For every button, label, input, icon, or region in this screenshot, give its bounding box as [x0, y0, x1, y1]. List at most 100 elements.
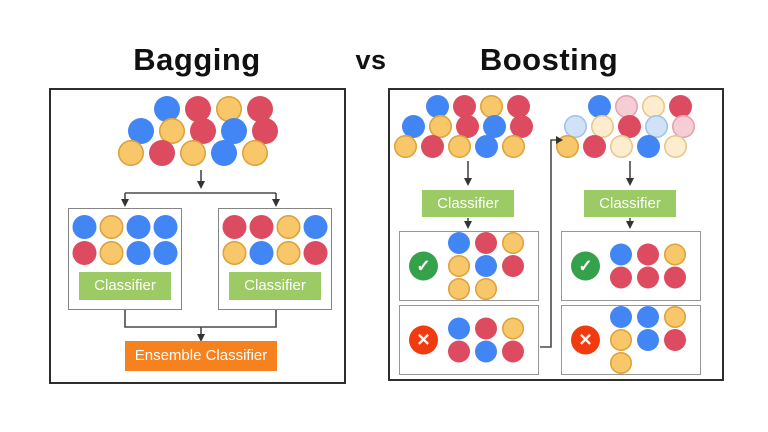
sample-dot-row [394, 135, 533, 158]
sample-dot-row [448, 278, 524, 300]
yellow-sample-dot [475, 278, 497, 300]
blue-sample-dot [637, 329, 659, 351]
blue-sample-dot [126, 241, 151, 265]
ensemble-classifier-box: Ensemble Classifier [125, 341, 277, 371]
bagging-panel: Classifier Classifier Ensemble Classifie… [49, 88, 346, 384]
red-sample-dot [637, 266, 659, 289]
yellow-sample-dot [610, 329, 632, 351]
red-sample-dot [222, 215, 247, 239]
blue-sample-dot [637, 135, 660, 158]
blue-sample-dot [153, 241, 178, 265]
light-blue-sample-dot [645, 115, 668, 138]
title-boosting: Boosting [479, 42, 619, 77]
red-sample-dot [448, 340, 470, 363]
yellow-sample-dot [556, 135, 579, 158]
yellow-sample-dot [159, 118, 185, 144]
sample-dot-row [610, 329, 686, 351]
x-icon: ✕ [409, 325, 438, 355]
yellow-sample-dot [664, 306, 686, 328]
blue-sample-dot [221, 118, 247, 144]
light-yellow-sample-dot [610, 135, 633, 158]
light-yellow-sample-dot [642, 95, 665, 118]
yellow-sample-dot [502, 317, 524, 340]
blue-sample-dot [154, 96, 180, 122]
red-sample-dot [510, 115, 533, 138]
red-sample-dot [610, 266, 632, 289]
boosting-stage2-incorrect-box: ✕ [561, 305, 701, 375]
sample-dot-row [588, 95, 695, 118]
stage1-incorrect-samples [448, 317, 524, 363]
yellow-sample-dot [610, 352, 632, 374]
boosting-stage2-correct-box: ✓ [561, 231, 701, 301]
red-sample-dot [583, 135, 606, 158]
yellow-sample-dot [99, 241, 124, 265]
bagging-subset-box-2: Classifier [218, 208, 332, 310]
boosting-stage1-correct-box: ✓ [399, 231, 539, 301]
sample-dot-row [564, 115, 695, 138]
blue-sample-dot [153, 215, 178, 239]
red-sample-dot [247, 96, 273, 122]
yellow-sample-dot [429, 115, 452, 138]
red-sample-dot [453, 95, 476, 118]
sample-dot-row [448, 255, 524, 277]
red-sample-dot [475, 317, 497, 340]
yellow-sample-dot [118, 140, 144, 166]
light-yellow-sample-dot [664, 135, 687, 158]
yellow-sample-dot [242, 140, 268, 166]
sample-dot-row [72, 241, 178, 265]
red-sample-dot [507, 95, 530, 118]
red-sample-dot [637, 243, 659, 266]
yellow-sample-dot [502, 232, 524, 254]
sample-dot-row [610, 243, 686, 266]
sample-dot-row [448, 317, 524, 340]
sample-dot-row [72, 215, 178, 239]
sample-dot-row [448, 340, 524, 363]
check-icon: ✓ [409, 251, 438, 281]
yellow-sample-dot [480, 95, 503, 118]
boosting-stage1-sample-pool [394, 95, 533, 158]
sample-dot-row [128, 118, 278, 144]
boosting-panel: Classifier ✓ ✕ Classifier ✓ ✕ [388, 88, 724, 381]
blue-sample-dot [610, 243, 632, 266]
yellow-sample-dot [448, 135, 471, 158]
blue-sample-dot [448, 317, 470, 340]
title-bagging: Bagging [133, 42, 261, 77]
sample-dot-row [154, 96, 278, 122]
red-sample-dot [421, 135, 444, 158]
red-sample-dot [72, 241, 97, 265]
sample-dot-row [448, 232, 524, 254]
boosting-stage2-sample-pool [556, 95, 695, 158]
blue-sample-dot [211, 140, 237, 166]
bagging-sample-pool [118, 96, 278, 166]
x-icon: ✕ [571, 325, 600, 355]
sample-dot-row [610, 266, 686, 289]
red-sample-dot [303, 241, 328, 265]
check-icon: ✓ [571, 251, 600, 281]
red-sample-dot [475, 232, 497, 254]
red-sample-dot [190, 118, 216, 144]
sample-dot-row [402, 115, 533, 138]
yellow-sample-dot [394, 135, 417, 158]
blue-sample-dot [249, 241, 274, 265]
red-sample-dot [252, 118, 278, 144]
blue-sample-dot [637, 306, 659, 328]
blue-sample-dot [588, 95, 611, 118]
yellow-sample-dot [502, 135, 525, 158]
yellow-sample-dot [99, 215, 124, 239]
light-yellow-sample-dot [591, 115, 614, 138]
yellow-sample-dot [180, 140, 206, 166]
sample-dot-row [222, 241, 328, 265]
red-sample-dot [664, 266, 686, 289]
red-sample-dot [185, 96, 211, 122]
yellow-sample-dot [222, 241, 247, 265]
sample-dot-row [426, 95, 533, 118]
blue-sample-dot [448, 232, 470, 254]
light-blue-sample-dot [564, 115, 587, 138]
blue-sample-dot [475, 135, 498, 158]
yellow-sample-dot [448, 255, 470, 277]
classifier-box: Classifier [229, 272, 321, 300]
red-sample-dot [502, 340, 524, 363]
blue-sample-dot [128, 118, 154, 144]
red-sample-dot [664, 329, 686, 351]
blue-sample-dot [126, 215, 151, 239]
